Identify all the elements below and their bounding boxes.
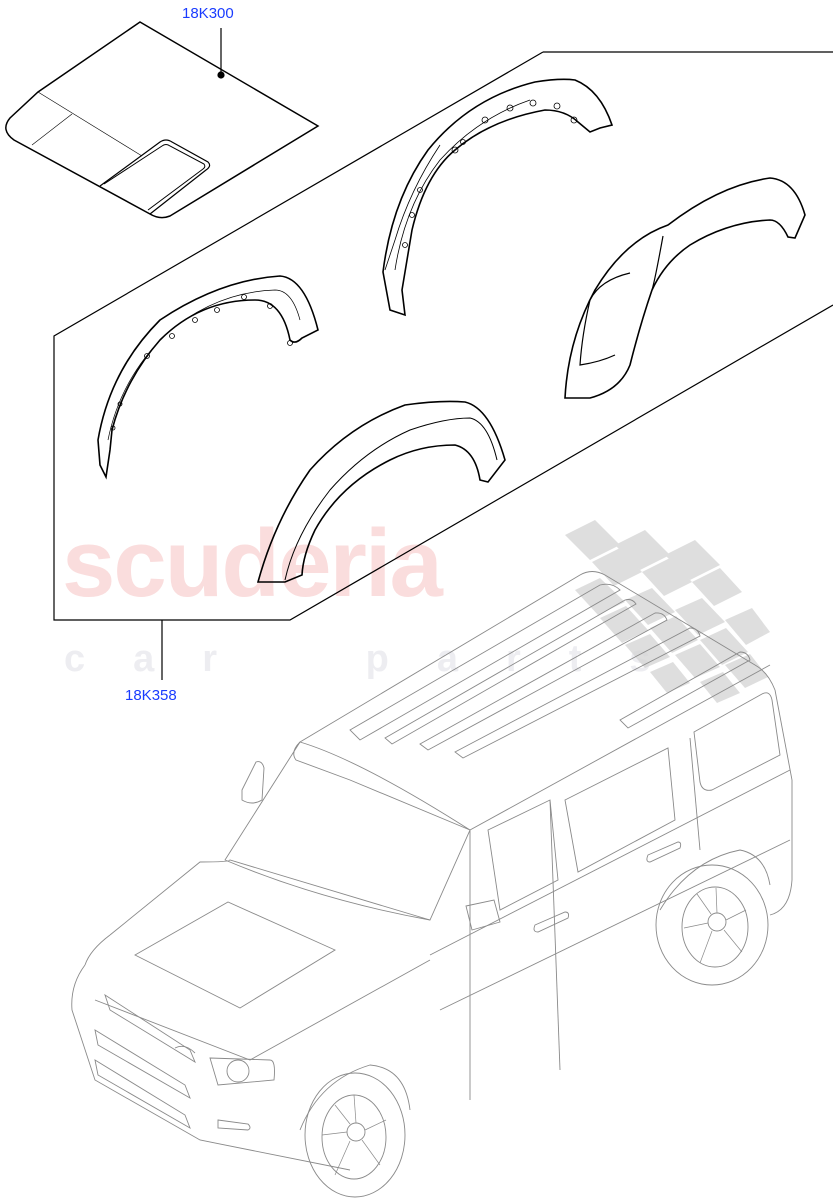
callout-label-18K300[interactable]: 18K300 — [182, 5, 234, 22]
hood-decal-panel[interactable] — [6, 22, 318, 218]
wheel-arch-front-left[interactable] — [98, 276, 318, 477]
reference-vehicle — [72, 572, 792, 1198]
wheel-arch-rear-left[interactable] — [258, 401, 505, 582]
wheel-arch-front-right[interactable] — [383, 79, 612, 315]
kit-boundary-frame — [54, 52, 833, 620]
callout-label-18K358[interactable]: 18K358 — [125, 687, 177, 704]
callout-leader-18K300 — [218, 28, 224, 78]
wheel-arch-rear-right[interactable] — [565, 178, 805, 398]
checkered-flag-watermark — [565, 520, 770, 703]
